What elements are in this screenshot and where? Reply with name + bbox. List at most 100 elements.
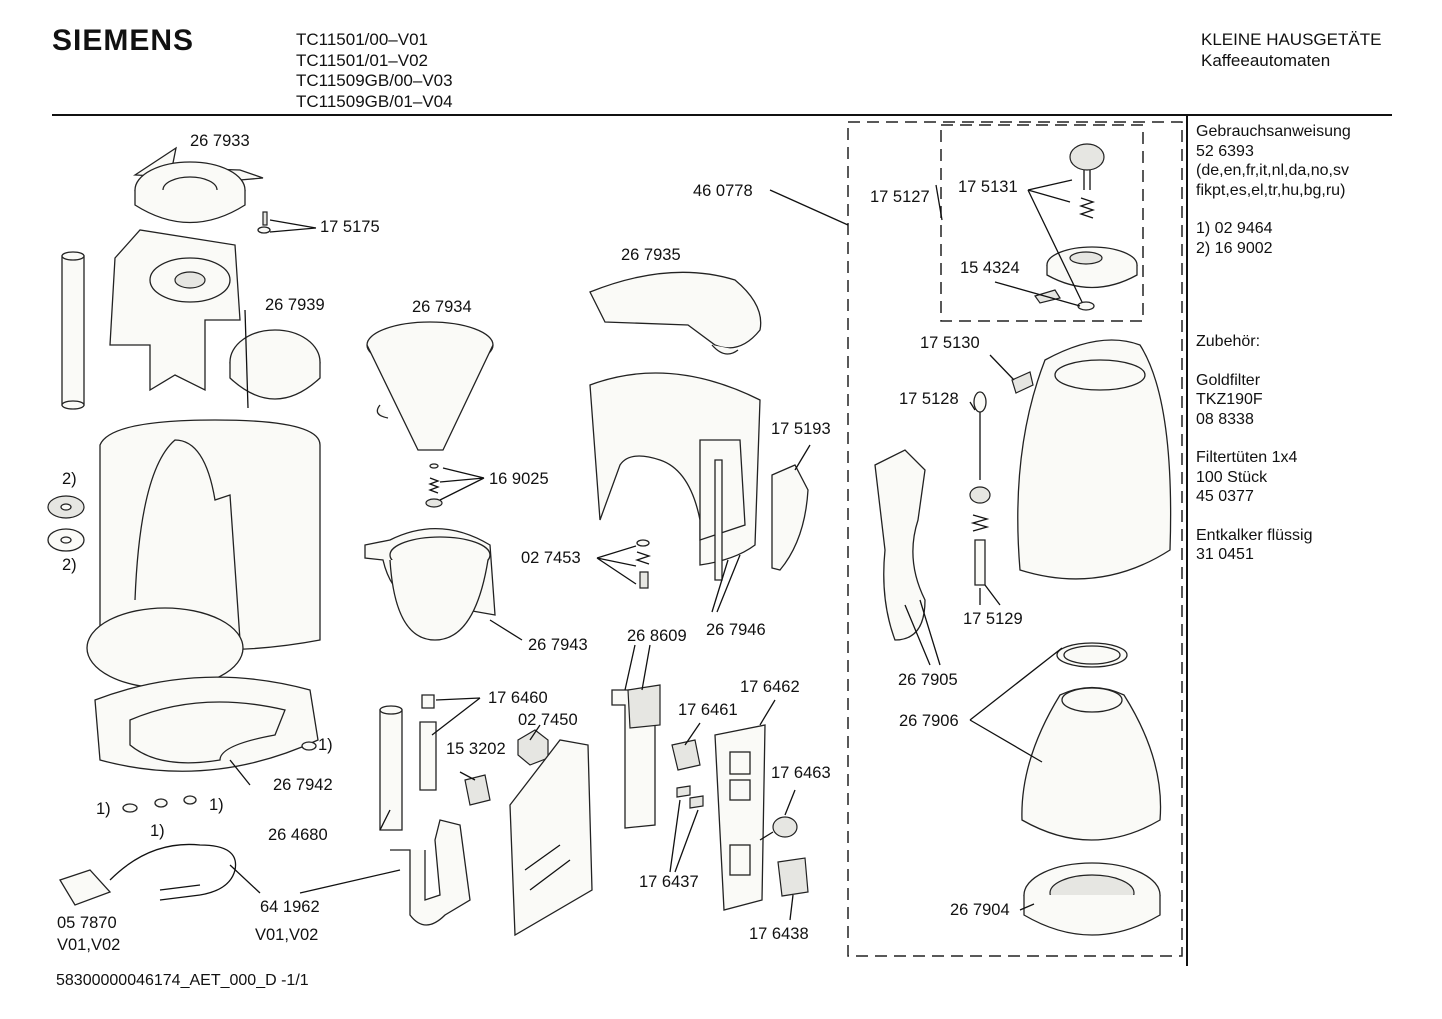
footnote-marker: 2) bbox=[62, 556, 77, 574]
part-label: 02 7453 bbox=[521, 549, 581, 567]
circuit-board-part bbox=[509, 739, 593, 937]
part-label: 26 7939 bbox=[265, 296, 325, 314]
latch-part bbox=[1011, 371, 1034, 394]
accessory-name: Goldfilter bbox=[1196, 371, 1261, 389]
notes-block: 1) 02 9464 2) 16 9002 bbox=[1196, 219, 1391, 258]
part-variant: V01,V02 bbox=[57, 936, 121, 954]
note: 1) 02 9464 bbox=[1196, 220, 1273, 237]
washer-part bbox=[47, 495, 85, 552]
part-label: 17 6461 bbox=[678, 701, 738, 719]
accessory-model: TKZ190F bbox=[1196, 391, 1263, 408]
part-label: 17 5131 bbox=[958, 178, 1018, 196]
main-housing-part bbox=[86, 419, 321, 689]
part-label: 17 5175 bbox=[320, 218, 380, 236]
category: KLEINE HAUSGETÄTE bbox=[1201, 30, 1382, 49]
top-housing-part bbox=[109, 229, 321, 400]
accessories-title: Zubehör: bbox=[1196, 333, 1261, 350]
jug-body-part bbox=[1021, 686, 1162, 841]
accessory-number: 31 0451 bbox=[1196, 546, 1254, 563]
part-label: 26 7905 bbox=[898, 671, 958, 689]
silicone-tube-part bbox=[379, 694, 437, 831]
valve-spring-part bbox=[634, 539, 652, 589]
header-divider bbox=[52, 114, 1392, 116]
manual-languages: (de,en,fr,it,nl,da,no,sv bbox=[1196, 162, 1349, 179]
base-plate-part bbox=[94, 676, 319, 772]
manual-block: Gebrauchsanweisung 52 6393 (de,en,fr,it,… bbox=[1196, 122, 1391, 200]
accessory-number: 08 8338 bbox=[1196, 410, 1254, 428]
part-label: 26 4680 bbox=[268, 826, 328, 844]
accessory-filter-bags: Filtertüten 1x4 100 Stück 45 0377 bbox=[1196, 448, 1391, 507]
accessory-quantity: 100 Stück bbox=[1196, 468, 1268, 486]
subcategory: Kaffeeautomaten bbox=[1201, 50, 1331, 70]
part-label: 16 9025 bbox=[489, 470, 549, 488]
part-variant: V01,V02 bbox=[255, 926, 319, 944]
part-label: 26 7904 bbox=[950, 901, 1010, 919]
filter-basket-part bbox=[366, 321, 494, 451]
power-cord-part bbox=[59, 843, 237, 906]
filter-lid-part bbox=[132, 146, 264, 224]
accessory-goldfilter: Goldfilter TKZ190F 08 8338 bbox=[1196, 371, 1391, 430]
part-label: 26 7943 bbox=[528, 636, 588, 654]
document-id: 58300000046174_AET_000_D -1/1 bbox=[56, 972, 309, 989]
part-label: 17 6462 bbox=[740, 678, 800, 696]
part-label: 26 7906 bbox=[899, 712, 959, 730]
lid-valve-group-outline bbox=[940, 124, 1144, 322]
lid-button-part bbox=[1069, 143, 1105, 219]
button-part bbox=[676, 785, 704, 809]
note: 2) 16 9002 bbox=[1196, 239, 1273, 257]
connector-part bbox=[777, 857, 809, 897]
part-label: 17 5129 bbox=[963, 610, 1023, 628]
part-label: 26 8609 bbox=[627, 627, 687, 645]
valve-spring-part bbox=[425, 463, 443, 508]
part-label: 05 7870 bbox=[57, 914, 117, 932]
footnote-marker: 1) bbox=[96, 800, 111, 818]
jug-lid-part bbox=[1034, 246, 1138, 311]
part-label: 17 5128 bbox=[899, 390, 959, 408]
sidebar-divider bbox=[1186, 116, 1188, 966]
part-label: 17 6437 bbox=[639, 873, 699, 891]
manual-title: Gebrauchsanweisung bbox=[1196, 123, 1351, 140]
control-board-part bbox=[611, 684, 661, 829]
foot-part bbox=[122, 741, 317, 813]
part-label: 17 5193 bbox=[771, 420, 831, 438]
model-item: TC11501/00–V01 bbox=[296, 30, 429, 49]
part-label: 17 5130 bbox=[920, 334, 980, 352]
footnote-marker: 2) bbox=[62, 470, 77, 488]
part-label: 26 7934 bbox=[412, 298, 472, 316]
part-label: 26 7946 bbox=[706, 621, 766, 639]
valve-rod-part bbox=[969, 391, 991, 586]
accessory-name: Filtertüten 1x4 bbox=[1196, 449, 1298, 466]
control-panel-part bbox=[714, 724, 766, 911]
manual-number: 52 6393 bbox=[1196, 142, 1254, 160]
part-label: 64 1962 bbox=[260, 898, 320, 916]
jug-group-outline bbox=[847, 121, 1183, 957]
footnote-marker: 1) bbox=[318, 736, 333, 754]
knob-part bbox=[759, 816, 798, 841]
switch-part bbox=[464, 729, 549, 806]
part-label: 02 7450 bbox=[518, 711, 578, 729]
heating-element-part bbox=[390, 819, 471, 926]
part-label: 15 3202 bbox=[446, 740, 506, 758]
part-label: 17 6463 bbox=[771, 764, 831, 782]
part-label: 46 0778 bbox=[693, 182, 753, 200]
jug-base-part bbox=[1023, 862, 1161, 936]
part-label: 26 7942 bbox=[273, 776, 333, 794]
jug-upper-part bbox=[1017, 339, 1172, 580]
drip-tray-part bbox=[364, 527, 496, 641]
part-label: 15 4324 bbox=[960, 259, 1020, 277]
model-item: TC11501/01–V02 bbox=[296, 50, 429, 70]
part-label: 17 6460 bbox=[488, 689, 548, 707]
water-tank-lid-part bbox=[589, 271, 762, 355]
footnote-marker: 1) bbox=[209, 796, 224, 814]
model-item: TC11509GB/01–V04 bbox=[296, 91, 453, 111]
jug-handle-part bbox=[874, 449, 926, 641]
manual-languages: fikpt,es,el,tr,hu,bg,ru) bbox=[1196, 181, 1346, 199]
water-tank-part bbox=[589, 372, 761, 581]
part-label: 26 7933 bbox=[190, 132, 250, 150]
footnote-marker: 1) bbox=[150, 822, 165, 840]
accessory-name: Entkalker flüssig bbox=[1196, 526, 1313, 544]
water-gauge-tube-part bbox=[61, 251, 85, 410]
model-item: TC11509GB/00–V03 bbox=[296, 71, 453, 90]
category-block: KLEINE HAUSGETÄTE Kaffeeautomaten bbox=[1201, 30, 1381, 71]
